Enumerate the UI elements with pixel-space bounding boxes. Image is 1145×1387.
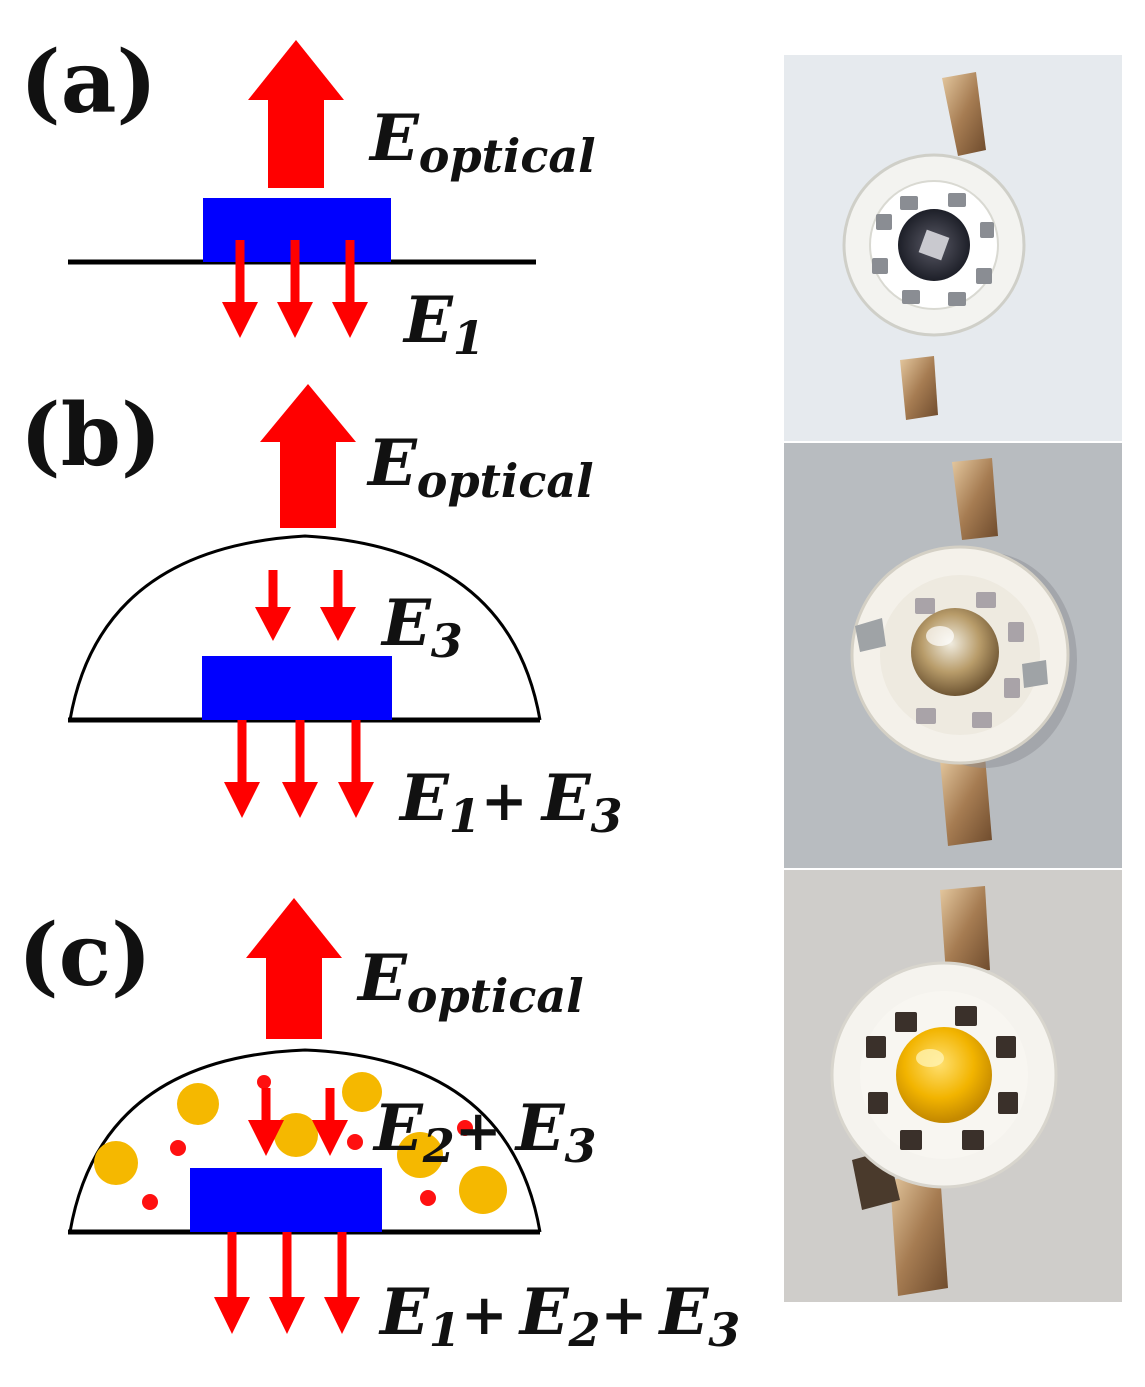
scattering-particles — [142, 1075, 473, 1210]
led-chip — [190, 1168, 382, 1232]
optical-output-arrow-icon — [260, 384, 356, 528]
internal-reflection-arrows-icon — [255, 570, 356, 641]
heat-loss-arrows-icon — [222, 240, 368, 338]
panel-label-b: (b) — [20, 385, 162, 486]
led-module-yellow-phosphor-photo-icon — [784, 870, 1122, 1302]
phosphor-particles — [94, 1072, 507, 1214]
loss-energy-label-a: E1 — [402, 283, 485, 365]
loss-energy-label-b: E1+E3 — [398, 761, 623, 843]
loss-energy-label-c: E1+E2+E3 — [378, 1275, 740, 1357]
led-module-bare-chip-photo-icon — [784, 55, 1122, 441]
optical-output-arrow-icon — [248, 40, 344, 188]
panel-a: (a) Eoptical E1 — [20, 32, 596, 365]
optical-output-arrow-icon — [246, 898, 342, 1039]
led-module-clear-lens-photo-icon — [784, 443, 1122, 868]
panel-b: (b) Eoptical E3 — [20, 384, 623, 843]
optical-energy-label: Eoptical — [368, 101, 596, 183]
led-chip — [202, 656, 392, 720]
panel-label-c: (c) — [18, 905, 152, 1006]
internal-reflection-arrows-icon — [248, 1088, 348, 1156]
heat-loss-arrows-icon — [224, 720, 374, 818]
encapsulant-dome — [68, 534, 542, 721]
panel-label-a: (a) — [20, 32, 157, 133]
panel-c: (c) Eoptical — [18, 898, 740, 1357]
optical-energy-label: Eoptical — [356, 941, 584, 1023]
inner-energy-label-b: E3 — [380, 586, 463, 668]
heat-loss-arrows-icon — [214, 1232, 360, 1334]
optical-energy-label: Eoptical — [366, 426, 594, 508]
inner-energy-label-c: E2+E3 — [372, 1091, 597, 1173]
